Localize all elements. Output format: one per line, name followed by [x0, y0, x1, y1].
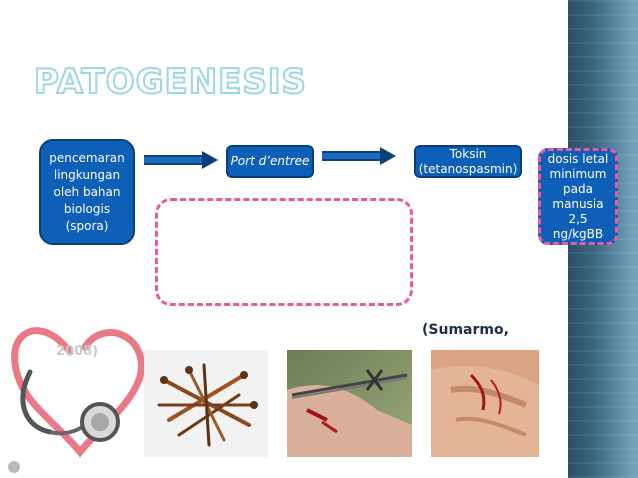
- stethoscope-heart-illustration: [8, 327, 145, 473]
- citation-year: 2008): [56, 344, 99, 359]
- node-toxin: Toksin (tetanospasmin): [414, 145, 522, 178]
- node-dose-label: dosis letal minimum pada manusia 2,5 ng/…: [547, 151, 609, 241]
- node-port-label: Port d’entree: [230, 154, 310, 168]
- barbed-wire-wound-photo: [287, 350, 412, 457]
- citation-author: (Sumarmo,: [422, 322, 509, 338]
- node-toxin-label: Toksin (tetanospasmin): [418, 146, 518, 176]
- node-port-entree: Port d’entree: [226, 145, 314, 178]
- node-source-label: pencemaran lingkungan oleh bahan biologi…: [49, 150, 125, 233]
- arrow-source-to-port: [144, 151, 218, 169]
- rusty-nails-photo: [144, 350, 268, 457]
- slide-title: PATOGENESIS: [33, 61, 308, 103]
- arrow-port-to-toxin: [322, 147, 396, 165]
- node-source: pencemaran lingkungan oleh bahan biologi…: [39, 139, 135, 245]
- empty-dashed-box: [155, 198, 413, 306]
- hand-wound-photo: [431, 350, 539, 457]
- node-lethal-dose: dosis letal minimum pada manusia 2,5 ng/…: [538, 148, 618, 245]
